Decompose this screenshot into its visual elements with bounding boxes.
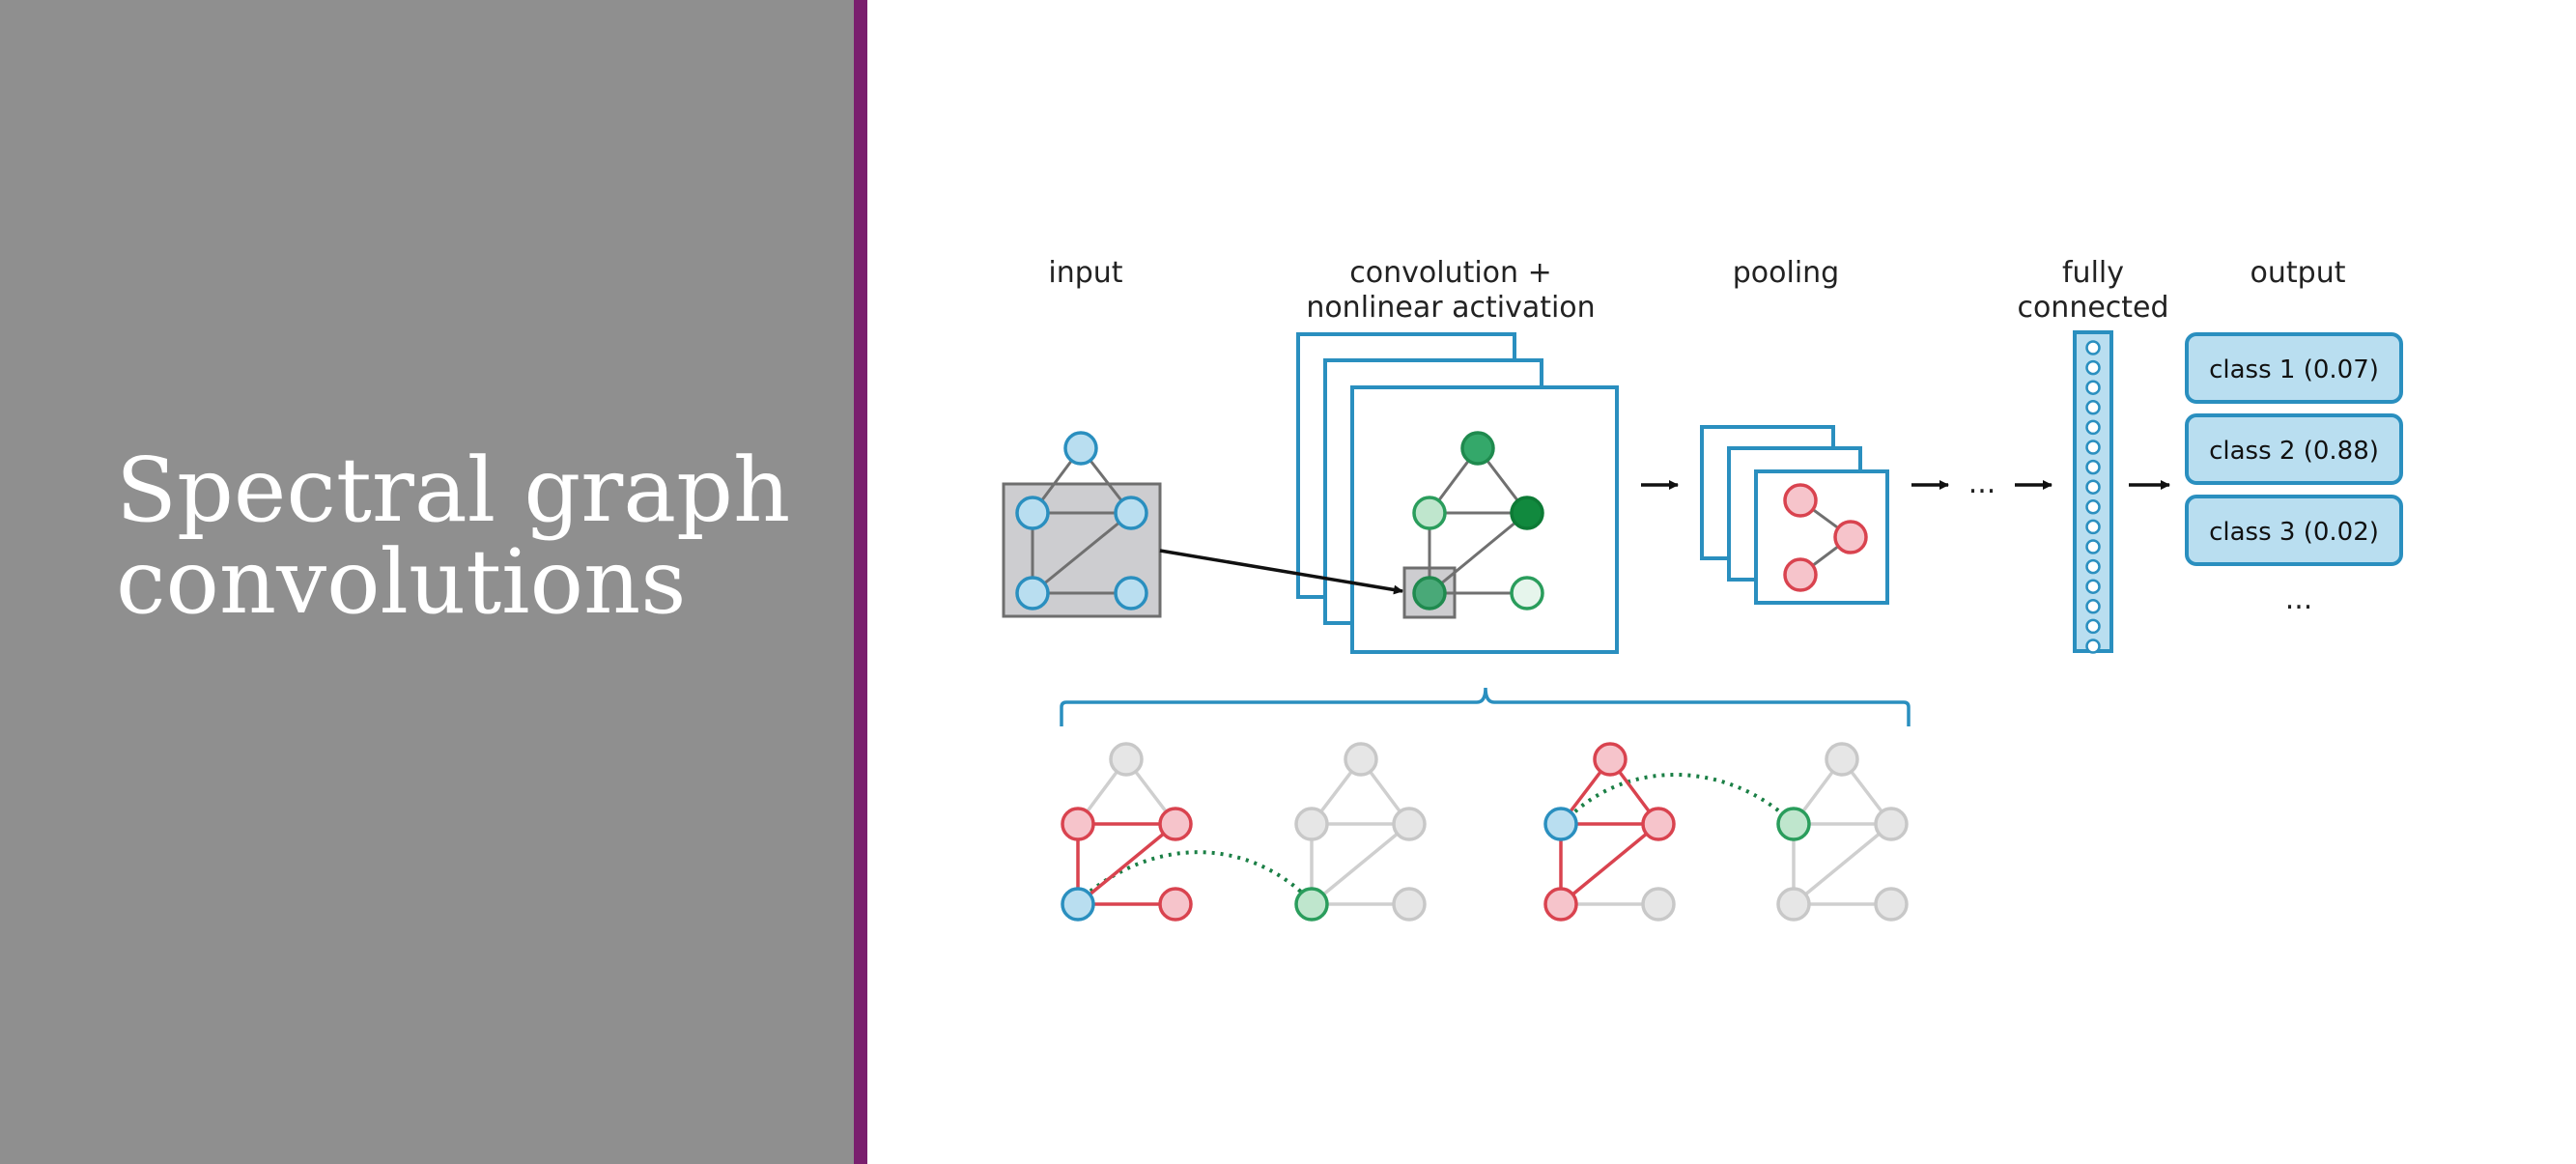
- ellipsis-text: ...: [1968, 467, 1996, 500]
- pooling-label: pooling: [1733, 256, 1839, 290]
- pooled-node: [1833, 520, 1868, 554]
- fc-neuron: [2085, 400, 2101, 415]
- convolution-example-1: [1061, 742, 1427, 922]
- pooled-node: [1783, 557, 1818, 592]
- convolution-example-2: [1543, 742, 1909, 922]
- conv-node: [1412, 496, 1447, 530]
- conv-node: [1412, 576, 1447, 610]
- connected-label: connected: [2017, 291, 2168, 325]
- output-ellipsis: ...: [2285, 582, 2313, 616]
- fully-connected-layer: [2073, 330, 2113, 654]
- fc-neuron: [2085, 639, 2101, 654]
- fc-neuron: [2085, 340, 2101, 355]
- convolution-label: convolution +: [1349, 256, 1551, 290]
- convolution-feature-maps: [1296, 332, 1619, 654]
- slide-title: Spectral graph convolutions: [116, 444, 831, 628]
- class-label-2: class 2 (0.88): [2209, 437, 2379, 466]
- fc-neuron: [2085, 359, 2101, 376]
- fc-neuron: [2085, 380, 2101, 395]
- fc-neuron: [2085, 499, 2101, 515]
- output-classes: class 1 (0.07) class 2 (0.88) class 3 (0…: [2185, 332, 2403, 616]
- class-label-1: class 1 (0.07): [2209, 355, 2379, 384]
- gcn-diagram: input convolution + nonlinear activation…: [1002, 256, 2403, 922]
- activation-label: nonlinear activation: [1306, 291, 1595, 325]
- input-label: input: [1048, 256, 1122, 290]
- fully-label: fully: [2062, 256, 2124, 290]
- class-box-2: [2185, 413, 2403, 485]
- slide-title-line-1: Spectral graph: [116, 438, 791, 542]
- fc-neuron: [2085, 618, 2101, 635]
- pooling-feature-maps: [1700, 425, 1889, 605]
- fc-neuron: [2085, 558, 2101, 575]
- fc-neuron: [2085, 579, 2101, 594]
- fc-neuron: [2085, 479, 2101, 495]
- conv-node: [1460, 431, 1495, 466]
- fc-neuron: [2085, 539, 2101, 554]
- input-node: [1114, 576, 1148, 610]
- output-label: output: [2250, 256, 2346, 290]
- title-panel: [0, 0, 854, 1164]
- conv-node: [1510, 576, 1544, 610]
- fc-neuron: [2085, 459, 2101, 475]
- class-box-1: [2185, 332, 2403, 404]
- input-node: [1063, 431, 1098, 466]
- slide-title-line-2: convolutions: [116, 529, 687, 634]
- expansion-brace: [1060, 687, 1911, 726]
- fc-neuron: [2085, 519, 2101, 535]
- class-label-3: class 3 (0.02): [2209, 518, 2379, 547]
- fc-neuron: [2085, 599, 2101, 614]
- input-node: [1015, 496, 1050, 530]
- fc-neuron: [2085, 419, 2101, 436]
- class-box-3: [2185, 495, 2403, 566]
- conv-node: [1510, 496, 1544, 530]
- input-node: [1015, 576, 1050, 610]
- fc-neuron: [2085, 440, 2101, 455]
- accent-divider: [854, 0, 867, 1164]
- input-node: [1114, 496, 1148, 530]
- input-graph: [1002, 431, 1162, 618]
- dotted-connection: [1561, 773, 1796, 826]
- pooled-node: [1783, 483, 1818, 518]
- input-to-conv-arrow: [1159, 549, 1403, 595]
- feature-map-front: [1350, 385, 1619, 654]
